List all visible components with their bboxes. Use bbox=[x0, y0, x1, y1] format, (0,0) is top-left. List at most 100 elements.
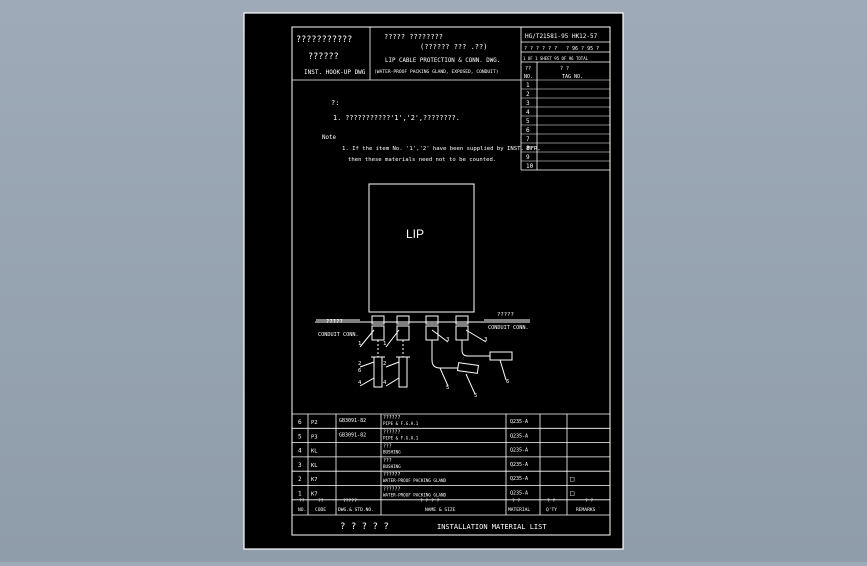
item-balloon: 4 bbox=[358, 380, 362, 386]
left-callout-en: CONDUIT CONN. bbox=[318, 332, 359, 338]
mat-header-no: NO. bbox=[298, 507, 306, 513]
mat-row-no: 4 bbox=[298, 448, 302, 455]
drawing-sheet bbox=[243, 12, 624, 550]
item-balloon: 6 bbox=[506, 379, 509, 385]
tag-table-row-no: 9 bbox=[526, 154, 530, 161]
tag-table-row-no: 6 bbox=[526, 127, 530, 134]
lip-assembly bbox=[315, 183, 530, 395]
left-callout-cn: ????? bbox=[326, 319, 343, 325]
note-cn-line: 1. ???????????'1','2',????????. bbox=[333, 114, 460, 122]
mat-row-name-cn: ?????? bbox=[383, 472, 400, 478]
mat-row-name: PIPE & F.G.A.1 bbox=[383, 435, 419, 440]
doc-number: HG/T21581-95 HK12-57 bbox=[525, 33, 598, 40]
item-balloon: 4 bbox=[383, 380, 387, 386]
title-mid-line1: ????? ???????? bbox=[384, 33, 443, 41]
mat-row-name-cn: ?????? bbox=[383, 429, 400, 435]
item-balloon: 6 bbox=[358, 368, 361, 374]
title-left-line3: INST. HOOK-UP DWG bbox=[304, 69, 366, 76]
mat-header-code: CODE bbox=[315, 507, 326, 513]
item-balloon: 2 bbox=[383, 361, 386, 367]
title-block bbox=[292, 27, 610, 170]
mat-row-material: Q235-A bbox=[510, 462, 528, 468]
title-left-line1: ??????????? bbox=[296, 35, 352, 45]
mat-header-mat-cn: ? ? bbox=[512, 498, 521, 504]
mat-header-qty-cn: ? ? bbox=[547, 498, 556, 504]
mat-row-material: Q235-A bbox=[510, 419, 528, 425]
mat-row-code: KL bbox=[311, 449, 318, 455]
mat-row-no: 2 bbox=[298, 476, 302, 483]
mat-row-code: P2 bbox=[311, 420, 318, 426]
mat-row-no: 5 bbox=[298, 433, 302, 440]
tag-table-row-no: 4 bbox=[526, 109, 530, 116]
sheet-label-b: 1 OF 1 SHEET 95 OF 96 TOTAL bbox=[523, 56, 589, 61]
mat-row-material: Q235-A bbox=[510, 476, 528, 482]
item-balloon: 5 bbox=[446, 385, 449, 391]
lip-box bbox=[368, 183, 475, 313]
tag-table-header-no-cn: ?? bbox=[525, 66, 531, 72]
mat-row-no: 3 bbox=[298, 462, 302, 469]
mat-header-name-cn: ? ? ? ? bbox=[420, 498, 440, 504]
title-left-line2: ?????? bbox=[308, 52, 339, 62]
sheet-label-c: ? 96 ? 95 ? bbox=[566, 46, 599, 52]
material-list-grid bbox=[292, 413, 610, 516]
mat-row-code: K7 bbox=[311, 492, 318, 498]
mat-row-remark: □ bbox=[570, 475, 574, 483]
mat-row-name: BUSHING bbox=[383, 450, 401, 455]
tag-table-row-no: 8 bbox=[526, 145, 530, 152]
mat-row-name: BUSHING bbox=[383, 464, 401, 469]
item-balloon: 3 bbox=[446, 337, 449, 343]
mat-row-code: KL bbox=[311, 463, 318, 469]
sheet-label-a: ? ? ? ? ? ? bbox=[524, 46, 557, 52]
right-callout-en: CONDUIT CONN. bbox=[488, 325, 529, 331]
note-en-line2: then these materials need not to be coun… bbox=[348, 157, 496, 163]
mat-header-code-cn: ?? bbox=[318, 498, 324, 504]
mat-header-rem: REMARKS bbox=[576, 507, 596, 513]
tag-table-row-no: 5 bbox=[526, 118, 530, 125]
item-balloon: 1 bbox=[358, 341, 361, 347]
drawing-frame bbox=[291, 26, 611, 536]
mat-row-name-cn: ??? bbox=[383, 458, 392, 464]
mat-row-name-cn: ?????? bbox=[383, 415, 400, 421]
note-en-line1: 1. If the item No. '1','2' have been sup… bbox=[342, 146, 541, 152]
mat-row-material: Q235-A bbox=[510, 433, 528, 439]
mat-row-material: Q235-A bbox=[510, 491, 528, 497]
material-list-title: INSTALLATION MATERIAL LIST bbox=[437, 523, 547, 531]
tag-table-row-no: 7 bbox=[526, 136, 530, 143]
note-en-heading: Note bbox=[322, 135, 336, 141]
tag-table-row-no: 2 bbox=[526, 91, 530, 98]
right-callout-cn: ????? bbox=[497, 312, 514, 318]
mat-header-qty: Q'TY bbox=[546, 507, 557, 513]
mat-row-dwg: GB3091-82 bbox=[339, 432, 366, 438]
mat-row-material: Q235-A bbox=[510, 448, 528, 454]
item-balloon: 3 bbox=[484, 337, 487, 343]
note-cn-heading: ?: bbox=[331, 99, 339, 107]
mat-row-code: P3 bbox=[311, 434, 318, 440]
mat-header-dwg-cn: ????? bbox=[343, 498, 357, 504]
lip-box-label: LIP bbox=[406, 227, 424, 241]
mat-header-mat: MATERIAL bbox=[508, 507, 530, 513]
mat-row-name-cn: ??? bbox=[383, 444, 392, 450]
mat-row-code: K7 bbox=[311, 477, 318, 483]
tag-table-header-tag: TAG NO. bbox=[562, 74, 583, 80]
mat-row-remark: □ bbox=[570, 490, 574, 498]
item-balloon: 1 bbox=[383, 341, 386, 347]
mat-row-name: PIPE & F.G.A.1 bbox=[383, 421, 419, 426]
mat-header-dwg: DWG.& STD.NO. bbox=[338, 507, 374, 513]
tag-table-header-tag-cn: ? ? bbox=[560, 66, 569, 72]
mat-header-name: NAME & SIZE bbox=[425, 507, 456, 513]
tag-table-row-no: 1 bbox=[526, 82, 530, 89]
tag-table-row-no: 3 bbox=[526, 100, 530, 107]
mat-row-dwg: GB3091-82 bbox=[339, 418, 366, 424]
title-mid-line2: (?????? ??? .??) bbox=[420, 43, 487, 51]
mat-header-no-cn: ?? bbox=[299, 498, 305, 504]
title-mid-line3: LIP CABLE PROTECTION & CONN. DWG. bbox=[385, 58, 500, 64]
material-list-title-cn: ? ? ? ? ? bbox=[340, 522, 389, 532]
mat-row-no: 6 bbox=[298, 419, 302, 426]
item-balloon: 2 bbox=[358, 361, 361, 367]
title-mid-line4: (WATER-PROOF PACKING GLAND, EXPOSED, CON… bbox=[374, 69, 498, 75]
mat-header-rem-cn: ? ? bbox=[585, 498, 594, 504]
